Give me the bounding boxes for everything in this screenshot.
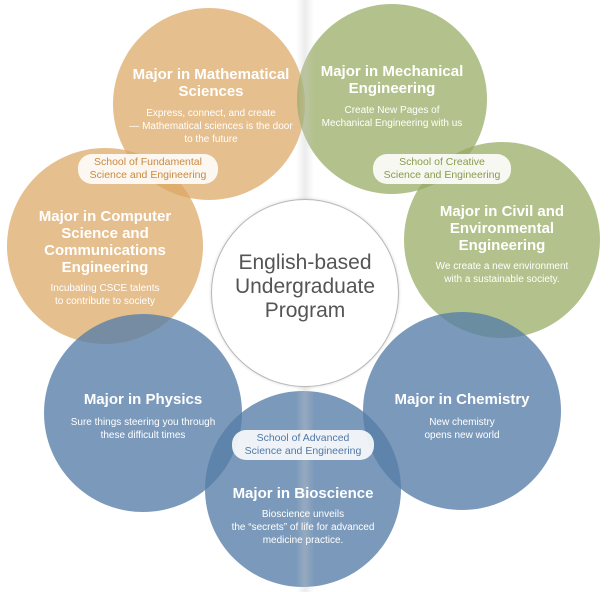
bio-desc-line: the “secrets” of life for advanced <box>231 522 375 533</box>
mech-desc-line: Mechanical Engineering with us <box>321 118 463 129</box>
mech-desc: Create New Pages of Mechanical Engineeri… <box>297 104 487 130</box>
math-title-line: Major in Mathematical <box>132 66 290 83</box>
cs-title-line: Science and <box>61 225 149 242</box>
physics-text: Major in Physics Sure things steering yo… <box>48 391 238 442</box>
chem-title-line: Major in Chemistry <box>394 391 530 408</box>
mech-title: Major in Mechanical Engineering <box>297 63 487 97</box>
bio-title: Major in Bioscience <box>207 485 399 502</box>
physics-desc: Sure things steering you through these d… <box>48 416 238 442</box>
center-title-line: English-based <box>238 251 372 274</box>
math-title: Major in Mathematical Sciences <box>118 66 304 100</box>
school-advanced-label: School of Advanced Science and Engineeri… <box>232 430 374 460</box>
math-text: Major in Mathematical Sciences Express, … <box>118 66 304 146</box>
center-circle <box>211 199 399 387</box>
civil-title-line: Engineering <box>458 237 546 254</box>
school-label-line: School of Advanced <box>256 432 350 444</box>
mech-title-line: Engineering <box>348 80 436 97</box>
physics-desc-line: Sure things steering you through <box>70 417 216 428</box>
math-desc-line: — Mathematical sciences is the door <box>129 121 293 132</box>
bio-desc: Bioscience unveils the “secrets” of life… <box>207 508 399 547</box>
math-desc: Express, connect, and create — Mathemati… <box>118 107 304 146</box>
bio-desc-line: medicine practice. <box>262 535 344 546</box>
mech-title-line: Major in Mechanical <box>320 63 464 80</box>
school-label-line: Science and Engineering <box>383 169 501 181</box>
school-label-line: Science and Engineering <box>89 169 207 181</box>
center-title-line: Undergraduate <box>234 275 376 298</box>
school-label-line: Science and Engineering <box>244 445 362 457</box>
civil-desc: We create a new environment with a susta… <box>406 260 598 286</box>
bio-title-line: Major in Bioscience <box>232 485 374 502</box>
cs-title: Major in Computer Science and Communicat… <box>12 208 198 276</box>
school-label-line: School of Creative <box>399 156 485 168</box>
mech-desc-line: Create New Pages of <box>344 105 440 116</box>
civil-text: Major in Civil and Environmental Enginee… <box>406 203 598 286</box>
mech-text: Major in Mechanical Engineering Create N… <box>297 63 487 130</box>
center-title: English-based Undergraduate Program <box>211 251 399 323</box>
school-label-line: School of Fundamental <box>94 156 202 168</box>
school-fundamental-label: School of Fundamental Science and Engine… <box>78 154 218 184</box>
cs-text: Major in Computer Science and Communicat… <box>12 208 198 308</box>
civil-title-line: Major in Civil and <box>439 203 565 220</box>
center-title-line: Program <box>264 299 346 322</box>
chem-desc: New chemistry opens new world <box>366 416 558 442</box>
cs-desc-line: to contribute to society <box>54 296 156 307</box>
civil-title: Major in Civil and Environmental Enginee… <box>406 203 598 254</box>
chem-title: Major in Chemistry <box>366 391 558 408</box>
physics-title-line: Major in Physics <box>83 391 203 408</box>
physics-desc-line: these difficult times <box>100 430 186 441</box>
civil-title-line: Environmental <box>449 220 555 237</box>
math-title-line: Sciences <box>178 83 244 100</box>
school-creative-label: School of Creative Science and Engineeri… <box>373 154 511 184</box>
civil-desc-line: We create a new environment <box>435 261 569 272</box>
chem-desc-line: New chemistry <box>429 417 495 428</box>
chem-text: Major in Chemistry New chemistry opens n… <box>366 391 558 442</box>
cs-title-line: Engineering <box>61 259 149 276</box>
physics-title: Major in Physics <box>48 391 238 408</box>
civil-desc-line: with a sustainable society. <box>444 274 560 285</box>
bio-desc-line: Bioscience unveils <box>261 509 345 520</box>
cs-title-line: Communications <box>44 242 166 259</box>
cs-desc-line: Incubating CSCE talents <box>50 283 160 294</box>
chem-desc-line: opens new world <box>424 430 500 441</box>
bio-circle <box>205 391 401 587</box>
cs-desc: Incubating CSCE talents to contribute to… <box>12 282 198 308</box>
bio-text: Major in Bioscience Bioscience unveils t… <box>207 485 399 547</box>
math-desc-line: Express, connect, and create <box>146 108 276 119</box>
cs-title-line: Major in Computer <box>38 208 172 225</box>
math-desc-line: to the future <box>184 134 238 145</box>
